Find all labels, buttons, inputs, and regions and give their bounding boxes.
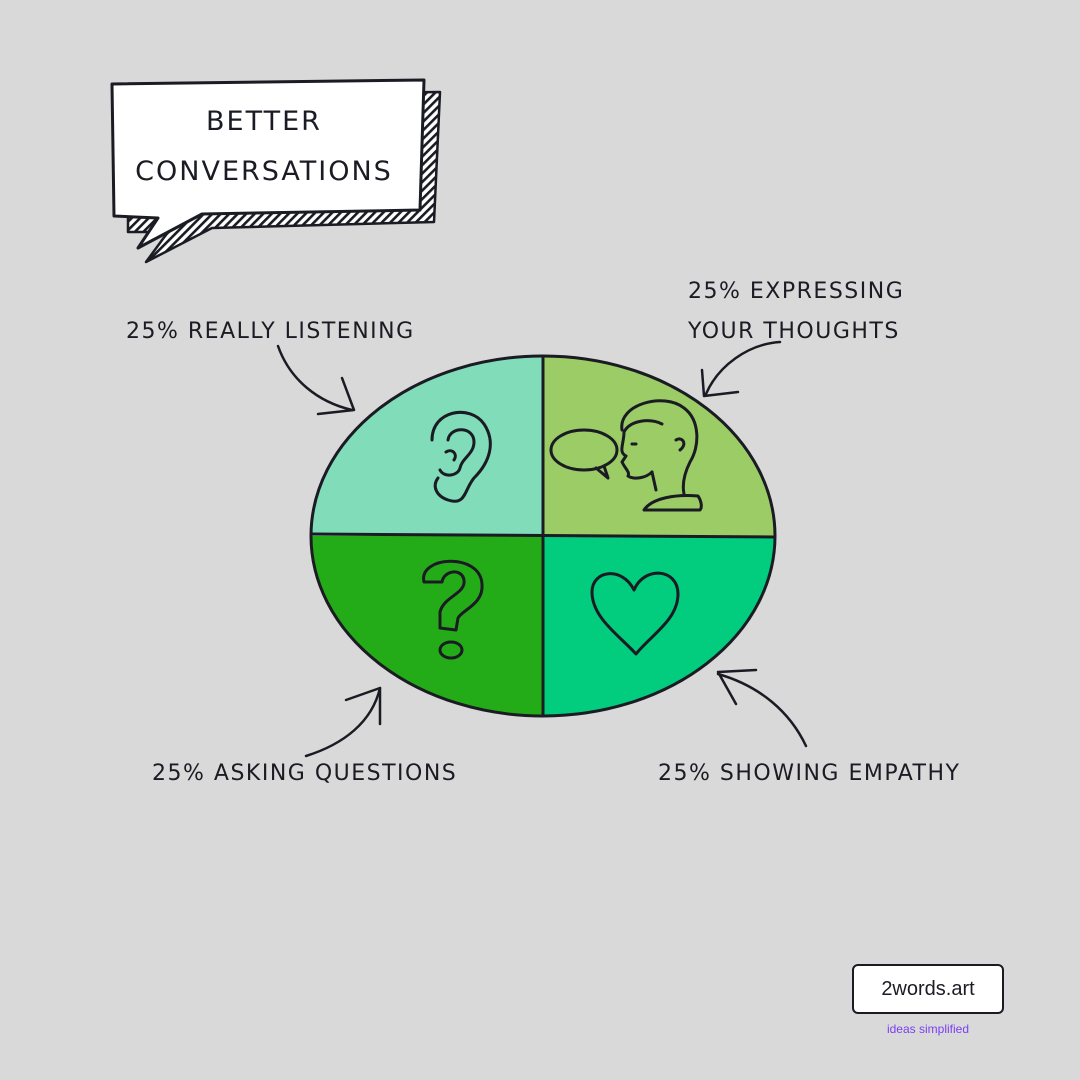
quadrant-listening [311, 356, 544, 536]
quadrant-empathy [544, 536, 775, 716]
speech-bubble-icon [549, 428, 619, 472]
title-bubble-body [110, 78, 426, 250]
ear-icon [430, 410, 492, 503]
arrow-listening [276, 344, 356, 416]
speaking-person-icon [549, 399, 703, 512]
label-questions: 25% ASKING QUESTIONS [152, 761, 457, 786]
label-expressing-line-2: YOUR THOUGHTS [687, 319, 900, 344]
title-line-1: BETTER [206, 106, 322, 137]
quadrant-questions [311, 536, 544, 716]
brand-name: 2words.art [881, 977, 975, 1000]
label-listening: 25% REALLY LISTENING [126, 319, 415, 344]
question-mark-icon [422, 559, 484, 660]
oval-outline [309, 354, 777, 718]
label-expressing-line-1: 25% EXPRESSING [688, 279, 904, 304]
arrows [276, 340, 808, 758]
arrow-expressing [700, 340, 782, 398]
arrow-empathy [716, 668, 808, 748]
arrow-questions [304, 686, 382, 758]
label-empathy: 25% SHOWING EMPATHY [658, 761, 960, 786]
title-bubble: BETTER CONVERSATIONS [110, 78, 442, 264]
title-line-2: CONVERSATIONS [135, 156, 393, 187]
brand-logo: 2words.art [852, 964, 1004, 1014]
brand-tagline: ideas simplified [886, 1022, 970, 1036]
heart-icon [590, 571, 680, 656]
